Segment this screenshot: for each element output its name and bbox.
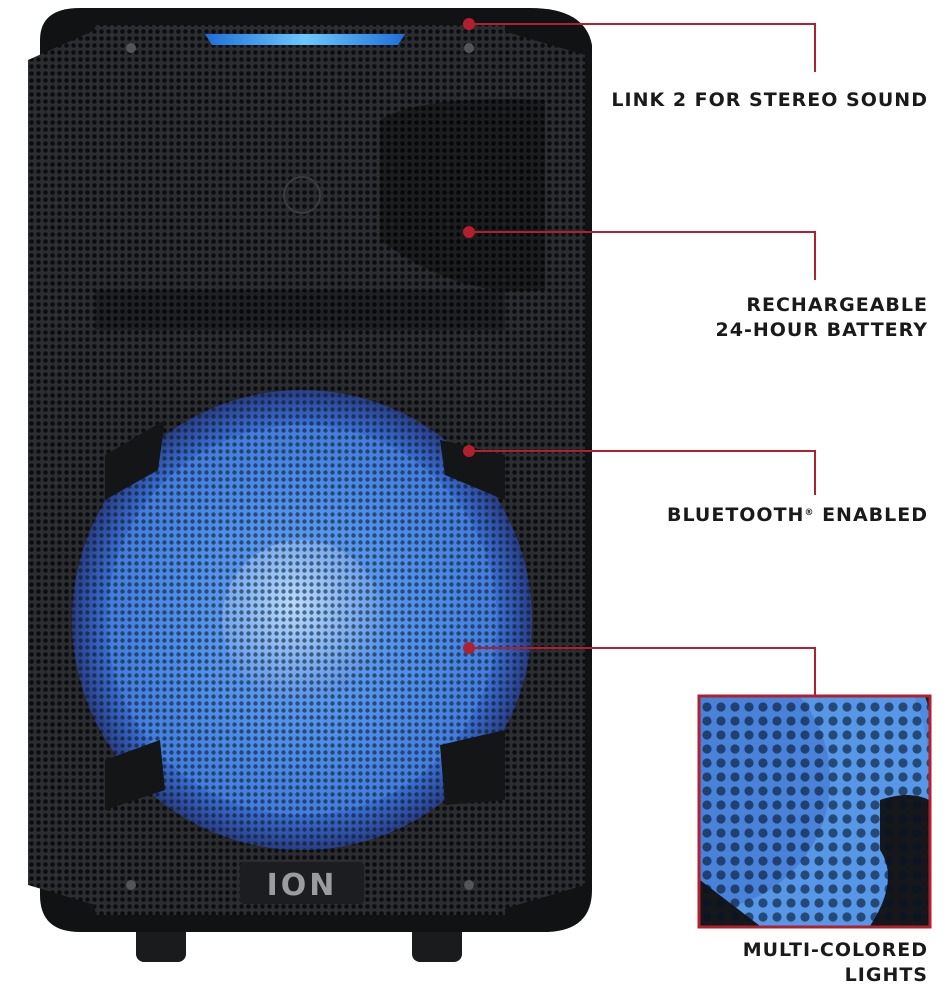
callout-label-stereo: LINK 2 FOR STEREO SOUND — [611, 89, 928, 111]
callout-dot-lights — [463, 642, 475, 654]
callout-line-lights — [470, 647, 816, 697]
screw-icon — [464, 43, 474, 53]
callout-dot-battery — [463, 226, 475, 238]
top-led-strip — [205, 34, 405, 45]
callout-dot-stereo — [463, 18, 475, 30]
callout-label-battery: RECHARGEABLE 24-HOUR BATTERY — [715, 294, 928, 341]
handle-recess — [380, 99, 545, 292]
callout-line-battery — [470, 231, 816, 280]
brand-logo: ION — [267, 868, 338, 903]
inset-frame — [697, 694, 932, 929]
lights-zoom-inset — [700, 697, 929, 926]
side-grille-left — [28, 30, 95, 905]
side-grille-right — [500, 30, 585, 910]
callout-label-bluetooth: BLUETOOTH® ENABLED — [667, 504, 928, 526]
logo-plate — [240, 862, 364, 904]
screw-icon — [126, 880, 136, 890]
callout-line-bluetooth — [470, 450, 816, 495]
screw-icon — [464, 880, 474, 890]
callout-line-stereo — [470, 23, 816, 72]
power-button-icon — [283, 176, 321, 214]
callout-lines — [470, 23, 816, 697]
callout-label-lights: MULTI-COLORED LIGHTS — [742, 939, 928, 986]
callout-dot-bluetooth — [463, 445, 475, 457]
screw-icon — [126, 43, 136, 53]
